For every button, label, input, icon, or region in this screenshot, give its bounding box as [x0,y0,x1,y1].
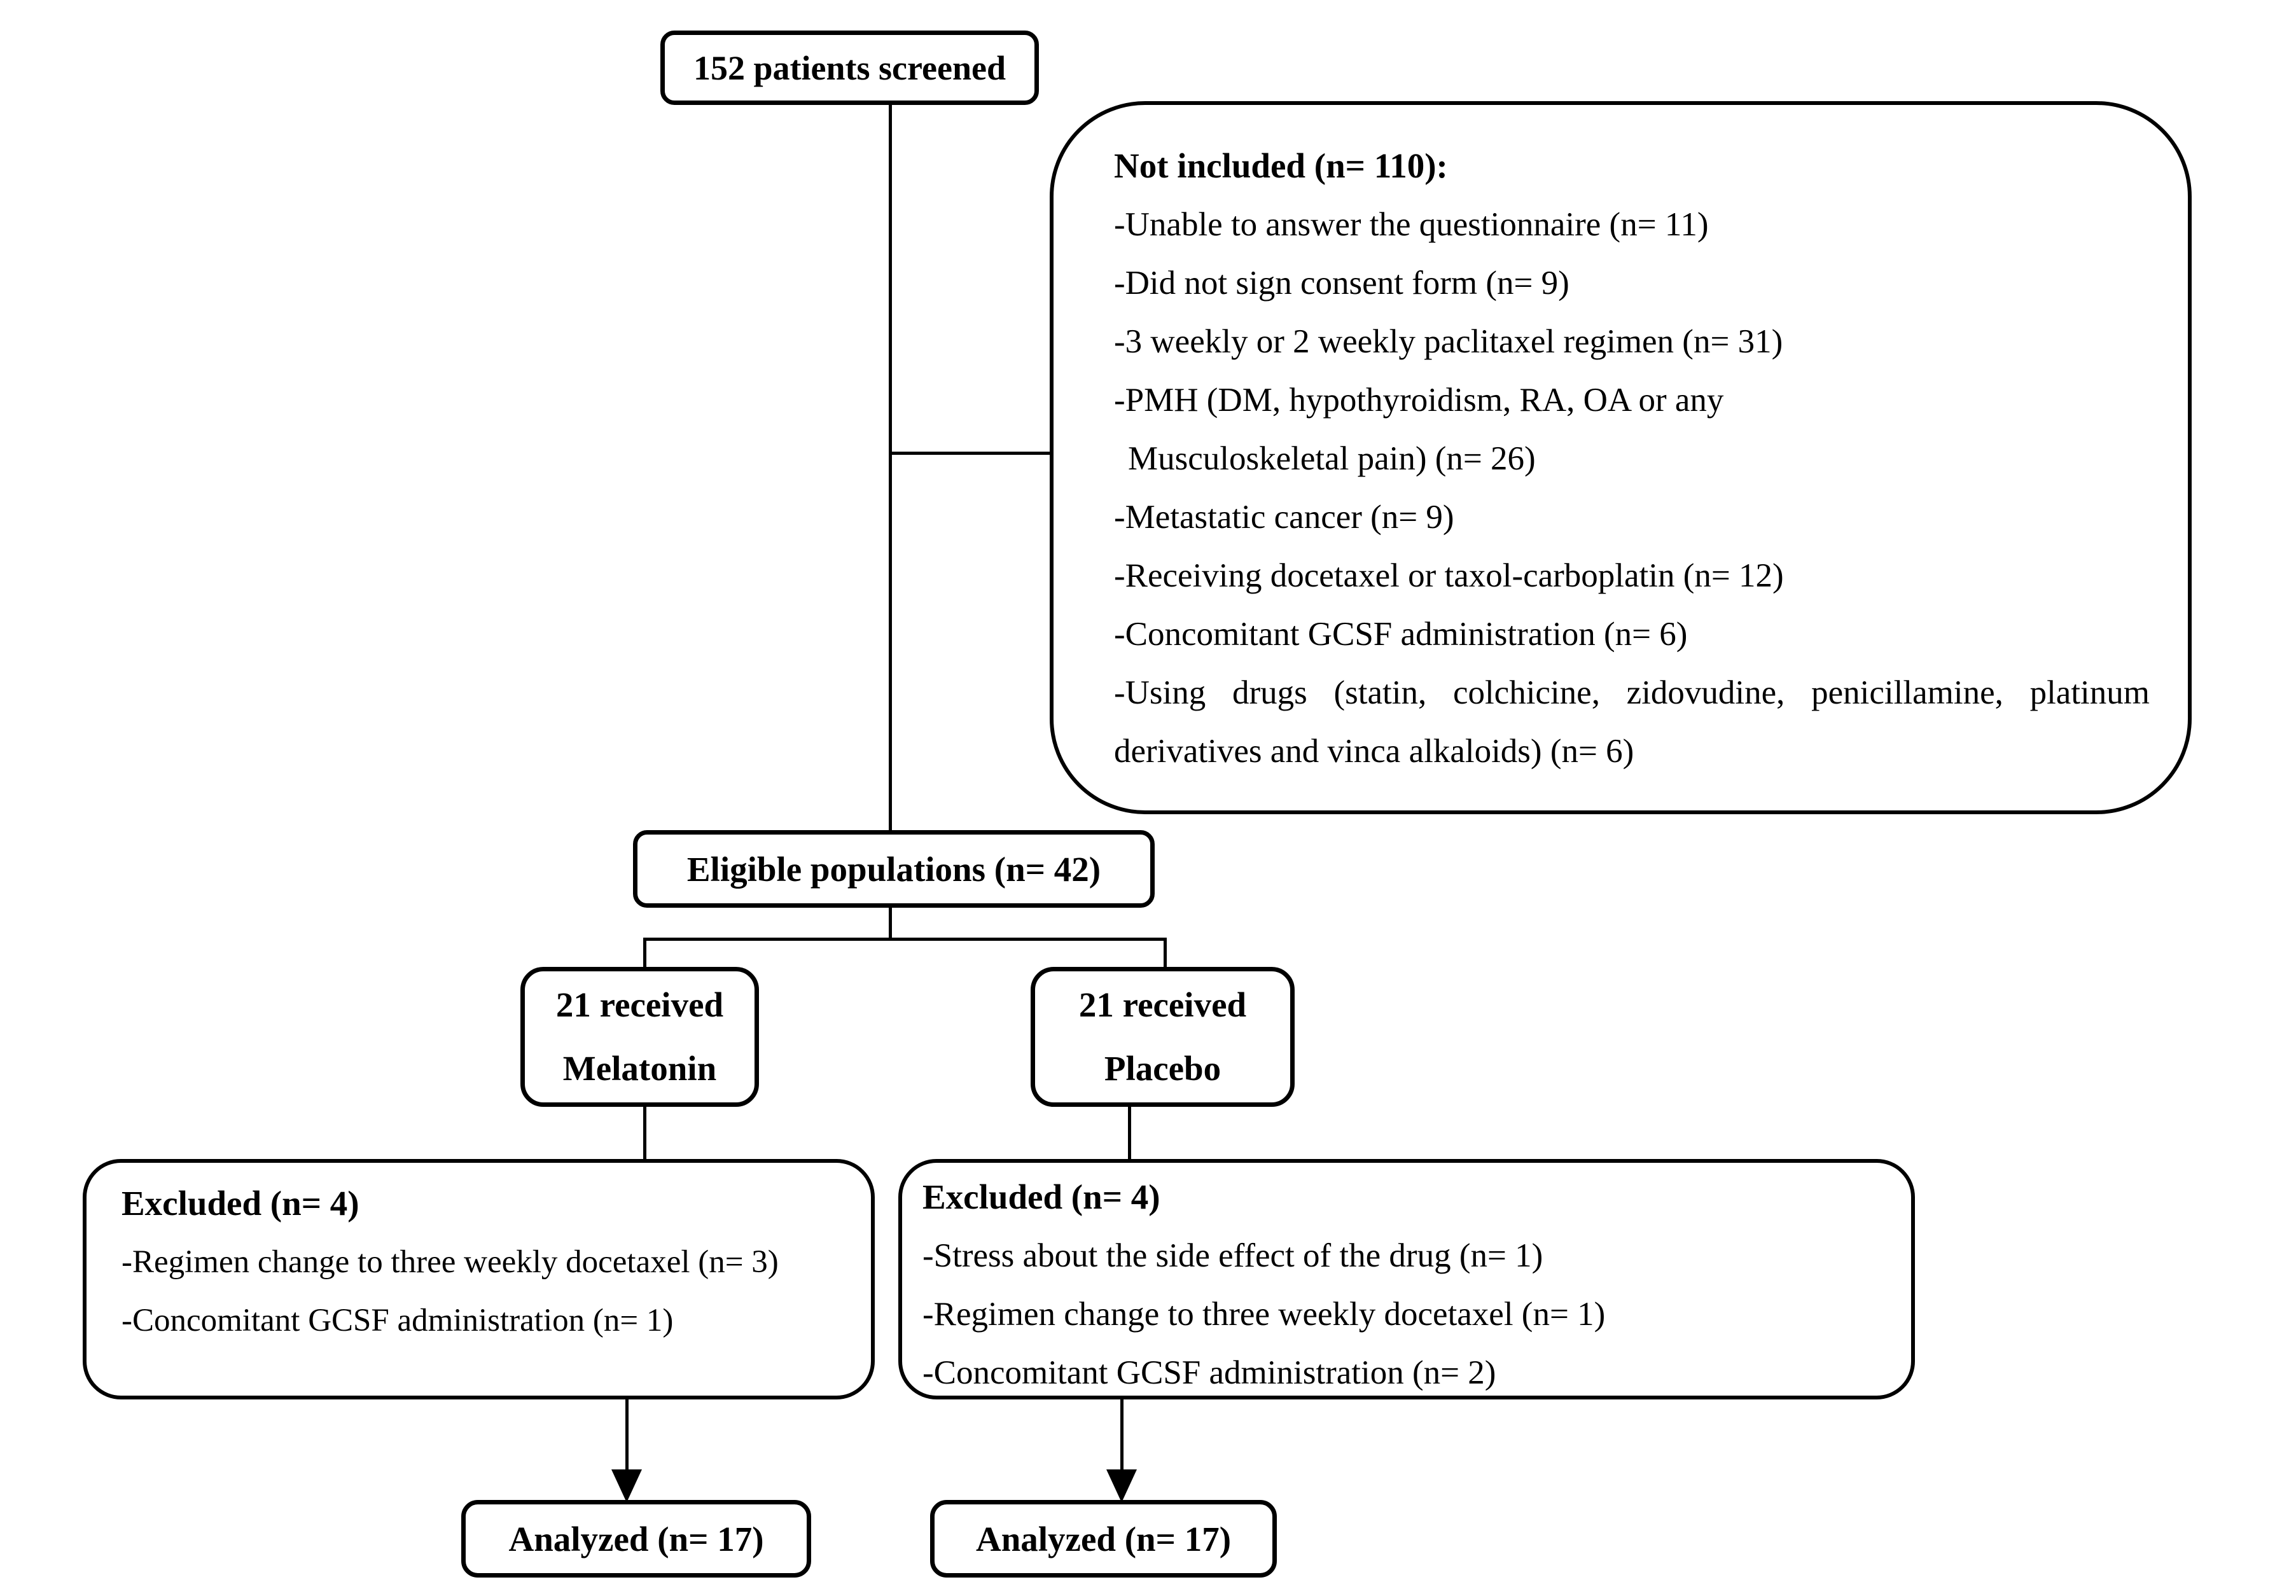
melatonin-arm-box: 21 received Melatonin [520,967,759,1107]
not-included-item: -PMH (DM, hypothyroidism, RA, OA or any [1114,382,1724,419]
not-included-box: Not included (n= 110): -Unable to answer… [1050,101,2192,814]
down-arrowhead-icon [611,1469,642,1502]
screened-label: 152 patients screened [693,48,1006,87]
not-included-item: -Using drugs (statin, colchicine, zidovu… [1114,674,2150,711]
connector-melatonin-to-excluded [643,1106,646,1162]
analyzed-melatonin-label: Analyzed (n= 17) [508,1519,764,1558]
excluded-melatonin-items: -Regimen change to three weekly docetaxe… [122,1233,861,1350]
melatonin-arm-line2: Melatonin [562,1049,717,1088]
melatonin-arm-label: 21 received Melatonin [556,973,723,1100]
excluded-placebo-box: Excluded (n= 4) -Stress about the side e… [898,1159,1915,1399]
down-arrowhead-icon [1106,1469,1137,1502]
not-included-item: -Concomitant GCSF administration (n= 6) [1114,616,1688,653]
connector-to-not-included [890,452,1053,455]
not-included-title: Not included (n= 110): [1114,146,1448,185]
analyzed-melatonin-box: Analyzed (n= 17) [461,1500,811,1578]
not-included-item: -Unable to answer the questionnaire (n= … [1114,206,1709,243]
excluded-item: -Concomitant GCSF administration (n= 1) [122,1303,674,1338]
not-included-item: derivatives and vinca alkaloids) (n= 6) [1114,733,1634,770]
eligible-label: Eligible populations (n= 42) [686,849,1101,889]
screened-box: 152 patients screened [660,31,1039,105]
excluded-item: -Regimen change to three weekly docetaxe… [122,1244,779,1280]
connector-split-to-melatonin [643,938,646,969]
split-line [643,938,1167,941]
arrow-line-melatonin-analyzed [625,1398,629,1476]
placebo-arm-label: 21 received Placebo [1079,973,1246,1100]
not-included-item: -Metastatic cancer (n= 9) [1114,499,1454,536]
not-included-item: -Receiving docetaxel or taxol-carboplati… [1114,557,1784,594]
not-included-item: -Did not sign consent form (n= 9) [1114,265,1569,302]
excluded-placebo-items: -Stress about the side effect of the dru… [922,1226,1902,1402]
excluded-melatonin-box: Excluded (n= 4) -Regimen change to three… [83,1159,875,1399]
excluded-item: -Concomitant GCSF administration (n= 2) [922,1354,1496,1391]
excluded-placebo-title: Excluded (n= 4) [922,1177,1160,1216]
connector-eligible-to-split [889,906,892,940]
melatonin-arm-line1: 21 received [555,985,724,1024]
connector-split-to-placebo [1164,938,1167,969]
analyzed-placebo-label: Analyzed (n= 17) [975,1519,1232,1558]
excluded-melatonin-title: Excluded (n= 4) [122,1184,359,1223]
placebo-arm-box: 21 received Placebo [1031,967,1295,1107]
arrow-line-placebo-analyzed [1120,1398,1124,1476]
not-included-item: -3 weekly or 2 weekly paclitaxel regimen… [1114,323,1783,360]
eligible-box: Eligible populations (n= 42) [633,830,1155,908]
placebo-arm-line2: Placebo [1104,1049,1221,1088]
not-included-item: Musculoskeletal pain) (n= 26) [1128,440,1536,477]
not-included-items: -Unable to answer the questionnaire (n= … [1114,195,2150,781]
excluded-item: -Stress about the side effect of the dru… [922,1237,1543,1274]
connector-screened-to-eligible [889,104,892,831]
excluded-item: -Regimen change to three weekly docetaxe… [922,1296,1606,1333]
analyzed-placebo-box: Analyzed (n= 17) [930,1500,1277,1578]
connector-placebo-to-excluded [1128,1106,1131,1162]
placebo-arm-line1: 21 received [1078,985,1247,1024]
